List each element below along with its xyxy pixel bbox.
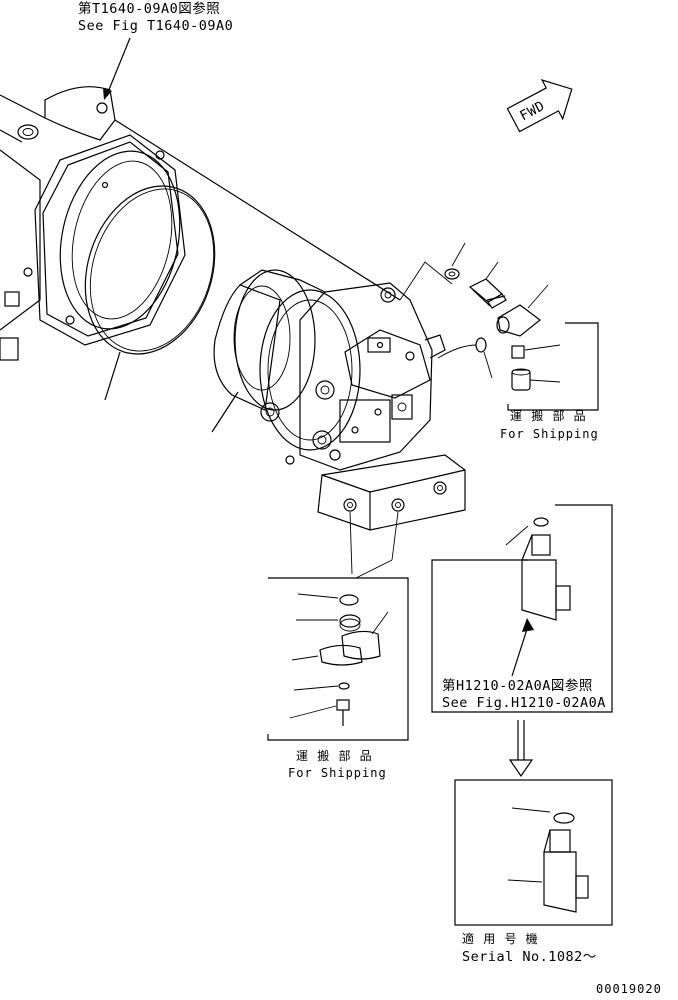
shipping-box-bottom xyxy=(267,577,409,741)
axle-housing xyxy=(0,86,401,361)
travel-motor xyxy=(211,269,446,471)
shipping-right-jp: 運 搬 部 品 xyxy=(510,408,587,423)
figure-code: 00019020 xyxy=(596,982,662,995)
ref-right-en: See Fig.H1210-02A0A xyxy=(442,695,606,711)
serial-en: Serial No.1082～ xyxy=(462,949,597,965)
ref-top-jp: 第T1640-09A0図参照 xyxy=(78,0,220,17)
shipping-right-en: For Shipping xyxy=(500,427,599,441)
ref-top-leader xyxy=(103,37,131,100)
flange-plate xyxy=(23,134,186,346)
shipping-bottom-en: For Shipping xyxy=(288,766,387,780)
fwd-arrow: FWD xyxy=(506,79,573,133)
shipping-bottom-jp: 運 搬 部 品 xyxy=(296,748,373,763)
shipping-box-right xyxy=(507,322,599,411)
valve-block xyxy=(317,454,466,579)
serial-jp: 適 用 号 機 xyxy=(462,931,539,946)
ref-right-jp: 第H1210-02A0A図参照 xyxy=(442,677,593,694)
serial-box xyxy=(454,779,613,926)
down-arrow xyxy=(508,720,534,778)
upper-right-parts xyxy=(399,242,549,379)
ref-top-en: See Fig T1640-09A0 xyxy=(78,18,233,34)
relief-valve-box xyxy=(431,504,613,713)
large-o-ring xyxy=(84,185,216,401)
